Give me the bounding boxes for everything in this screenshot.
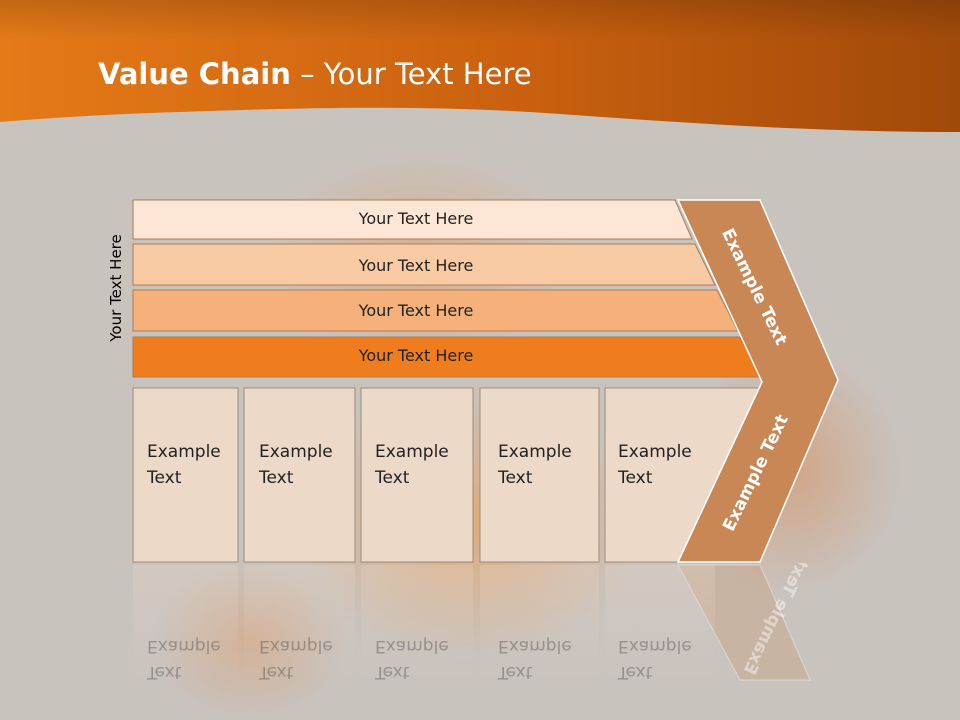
- refl-1-line2: Text: [147, 662, 182, 682]
- refl-1-line1: Example: [147, 636, 221, 656]
- box-1-line2: Text: [147, 468, 182, 488]
- title-rest: – Your Text Here: [290, 57, 532, 91]
- refl-5-line1: Example: [618, 636, 692, 656]
- bar-label-2: Your Text Here: [358, 256, 474, 275]
- box-2-line2: Text: [259, 468, 294, 488]
- reflection-label-3: Text Example: [375, 633, 449, 685]
- reflection-label-1: Text Example: [147, 633, 221, 685]
- bar-label-3: Your Text Here: [358, 301, 474, 320]
- box-4-line2: Text: [498, 468, 533, 488]
- reflection-shapes: [133, 565, 715, 685]
- title-bold: Value Chain: [98, 57, 291, 91]
- activity-box-4: [479, 387, 600, 563]
- box-3-line2: Text: [375, 468, 410, 488]
- boxes-reflection: Text Example Text Example Text Example Text…: [0, 563, 960, 720]
- refl-3-line2: Text: [375, 662, 410, 682]
- refl-5-line2: Text: [618, 662, 653, 682]
- box-2-line1: Example: [259, 442, 333, 462]
- activity-box-2: [243, 387, 356, 563]
- box-1-line1: Example: [147, 442, 221, 462]
- refl-2-line2: Text: [259, 662, 294, 682]
- slide-title: Value Chain – Your Text Here: [98, 54, 532, 94]
- reflection-label-5: Text Example: [618, 633, 692, 685]
- bar-label-1: Your Text Here: [358, 209, 474, 228]
- box-5-line1: Example: [618, 442, 692, 462]
- activity-box-3: [360, 387, 474, 563]
- header-banner: [0, 0, 960, 132]
- reflection-label-4: Text Example: [498, 633, 572, 685]
- bar-label-4: Your Text Here: [358, 346, 474, 365]
- box-3-line1: Example: [375, 442, 449, 462]
- refl-4-line1: Example: [498, 636, 572, 656]
- refl-2-line1: Example: [259, 636, 333, 656]
- box-5-line2: Text: [618, 468, 653, 488]
- refl-4-line2: Text: [498, 662, 533, 682]
- bar-2: [132, 243, 716, 286]
- chevron-arrow: [676, 199, 839, 563]
- bar-1: [132, 199, 693, 240]
- activity-box-1: [132, 387, 239, 563]
- refl-3-line1: Example: [375, 636, 449, 656]
- reflection-label-2: Text Example: [259, 633, 333, 685]
- box-4-line1: Example: [498, 442, 572, 462]
